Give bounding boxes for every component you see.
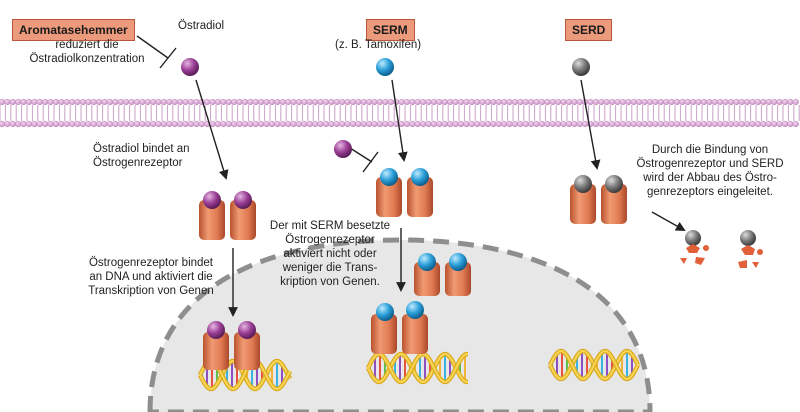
receptor-dimer-serm-nucleus — [414, 253, 471, 296]
aromatase-description: reduziert die Östradiolkonzentration — [29, 39, 145, 65]
nucleus — [147, 237, 653, 412]
serm-example: (z. B. Tamoxifen) — [335, 39, 422, 51]
er-binds-dna-label: Östrogenrezeptor bindet an DNA und aktiv… — [88, 257, 214, 297]
serd-degradation-label: Durch die Bindung von Östrogenrezeptor u… — [636, 144, 784, 198]
inhibition-aromatase — [136, 35, 177, 69]
receptor-dimer-serm — [376, 168, 433, 217]
serm-molecule — [376, 58, 394, 76]
serm-label: SERM — [366, 19, 415, 41]
receptor-dimer-estradiol — [199, 191, 256, 240]
degraded-receptor-2 — [738, 230, 763, 268]
serm-bound-receptor-label: Der mit SERM besetzte Östrogenrezeptor a… — [269, 220, 391, 288]
arrow-serd-down — [580, 79, 601, 170]
arrow-serd-degradation — [651, 211, 686, 231]
estradiol-molecule — [181, 58, 199, 76]
degraded-receptor-1 — [680, 230, 709, 265]
estradiol-molecule-blocked — [334, 140, 352, 158]
receptor-dimer-on-dna — [203, 321, 260, 370]
receptor-dimer-serm-on-dna — [371, 301, 428, 354]
arrow-serm-down — [391, 79, 408, 162]
estradiol-label: Östradiol — [178, 20, 225, 32]
inhibition-serm — [349, 147, 379, 173]
dna-helix-serm — [365, 351, 468, 385]
estradiol-binds-label: Östradiol bindet an Östrogenrezeptor — [93, 143, 190, 169]
arrow-estradiol-down — [195, 79, 229, 180]
serd-label: SERD — [565, 19, 613, 41]
serd-molecule — [572, 58, 590, 76]
receptor-dimer-serd — [570, 175, 627, 224]
dna-helix-serd — [547, 348, 641, 382]
cell-membrane — [0, 98, 800, 128]
aromatase-inhibitor-label: Aromatasehemmer — [12, 19, 135, 41]
